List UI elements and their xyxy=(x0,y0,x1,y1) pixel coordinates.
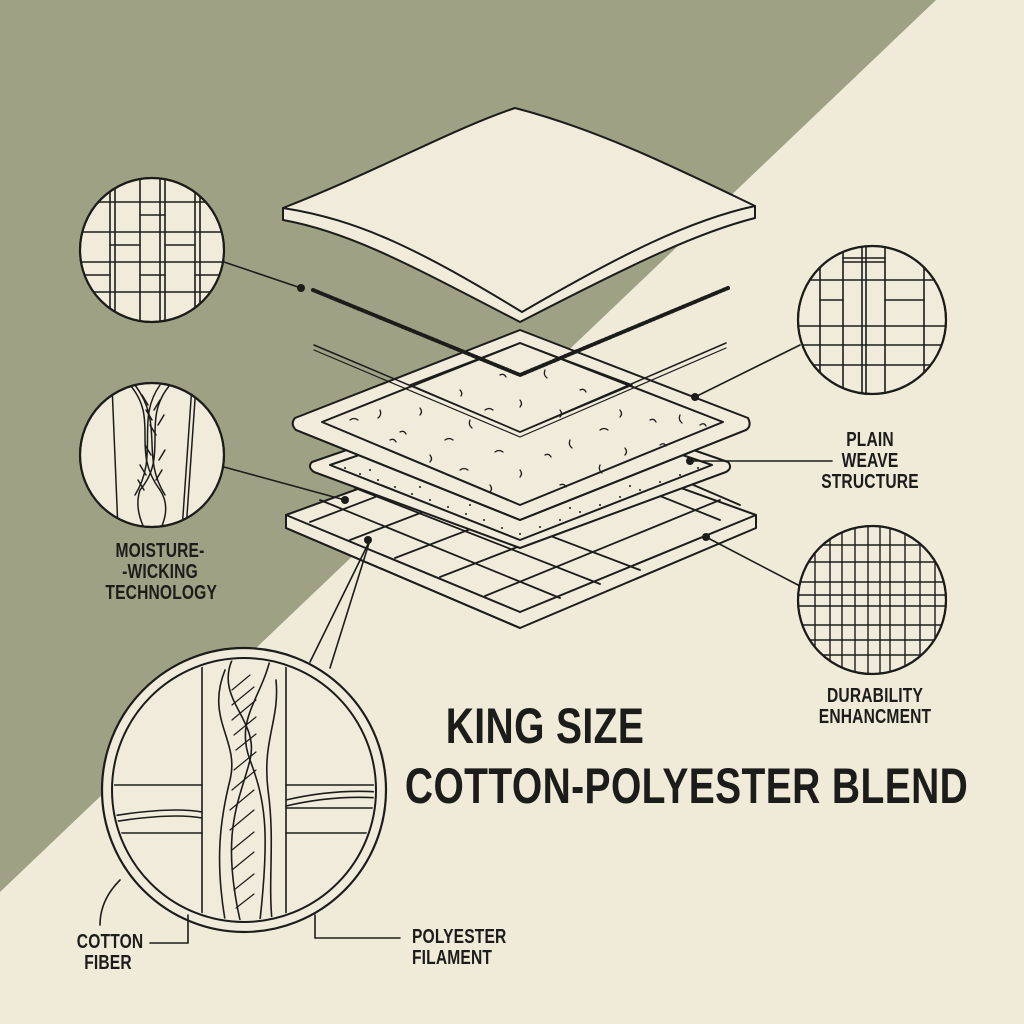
stitched-seam-line xyxy=(311,286,730,377)
title-line-2: COTTON-POLYESTER BLEND xyxy=(404,758,969,814)
polyester-filament-label: POLYESTER FILAMENT xyxy=(412,927,506,969)
basket-weave-icon xyxy=(78,176,226,324)
label-line: MOISTURE- xyxy=(115,540,205,562)
complex-weave-icon xyxy=(796,524,948,676)
fiber-fill-layer xyxy=(291,329,751,521)
plain-weave-label: PLAIN WEAVE STRUCTURE xyxy=(819,430,920,493)
moisture-wicking-label: MOISTURE- -WICKING TECHNOLOGY xyxy=(105,540,218,604)
label-line: ENHANCMENT xyxy=(818,706,932,728)
durability-label: DURABILITY ENHANCMENT xyxy=(817,686,934,728)
label-line: -WICKING xyxy=(122,561,198,583)
leader-lines xyxy=(223,261,833,669)
label-line: STRUCTURE xyxy=(821,471,919,493)
label-line: POLYESTER xyxy=(412,926,507,948)
label-line: TECHNOLOGY xyxy=(105,582,218,604)
leader-dots xyxy=(297,284,710,544)
plain-weave-icon xyxy=(796,244,948,396)
fiber-magnification-icon xyxy=(99,646,401,944)
label-line: DURABILITY xyxy=(826,685,924,707)
cotton-fiber-label: COTTON FIBER xyxy=(76,931,144,974)
label-line: WEAVE xyxy=(841,450,899,472)
pillow-top-layer xyxy=(282,107,756,323)
label-line: FIBER xyxy=(84,952,132,974)
label-line: COTTON xyxy=(76,931,144,953)
title-line-1: KING SIZE xyxy=(445,698,645,754)
twisted-fiber-icon xyxy=(78,381,226,529)
label-line: FILAMENT xyxy=(412,947,493,969)
label-line: PLAIN xyxy=(846,429,894,451)
